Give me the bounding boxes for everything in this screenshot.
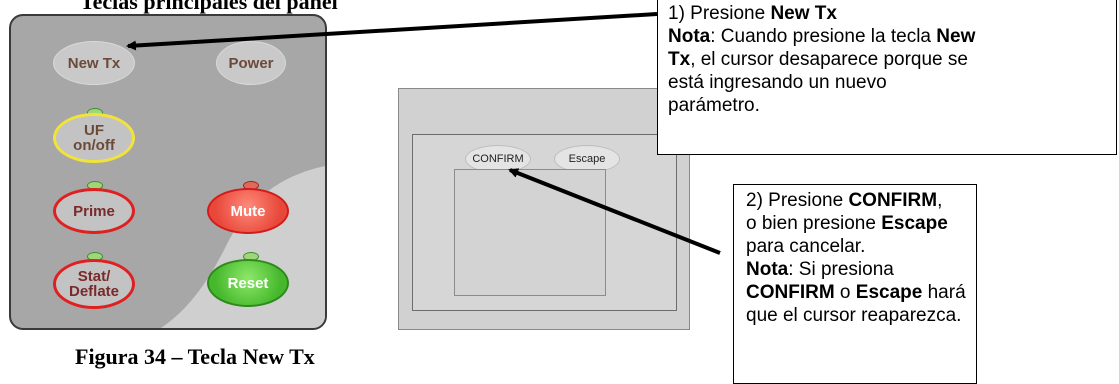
callout-confirm: 2) Presione CONFIRM, o bien presione Esc… [733, 184, 977, 384]
top-title: Teclas principales del panel [80, 0, 338, 14]
power-key-label: Power [228, 54, 274, 72]
mute-key-label: Mute [230, 202, 266, 220]
confirm-button-label: CONFIRM [472, 153, 524, 165]
prime-key[interactable]: Prime [53, 188, 135, 234]
mute-key[interactable]: Mute [207, 188, 289, 234]
new-tx-key-label: New Tx [67, 54, 121, 72]
power-key[interactable]: Power [216, 41, 286, 85]
escape-button-label: Escape [568, 153, 606, 165]
figure-caption: Figura 34 – Tecla New Tx [75, 344, 315, 369]
stat-deflate-key[interactable]: Stat/Deflate [53, 259, 135, 309]
device-screen: CONFIRM Escape [398, 88, 690, 330]
prime-key-label: Prime [73, 202, 115, 220]
stat-deflate-key-label: Stat/Deflate [68, 268, 120, 300]
reset-key-label: Reset [227, 274, 269, 292]
device-display-area [454, 169, 606, 296]
callout-new-tx: 1) Presione New Tx Nota: Cuando presione… [657, 0, 1117, 155]
new-tx-key[interactable]: New Tx [53, 41, 135, 85]
reset-key[interactable]: Reset [207, 259, 289, 307]
